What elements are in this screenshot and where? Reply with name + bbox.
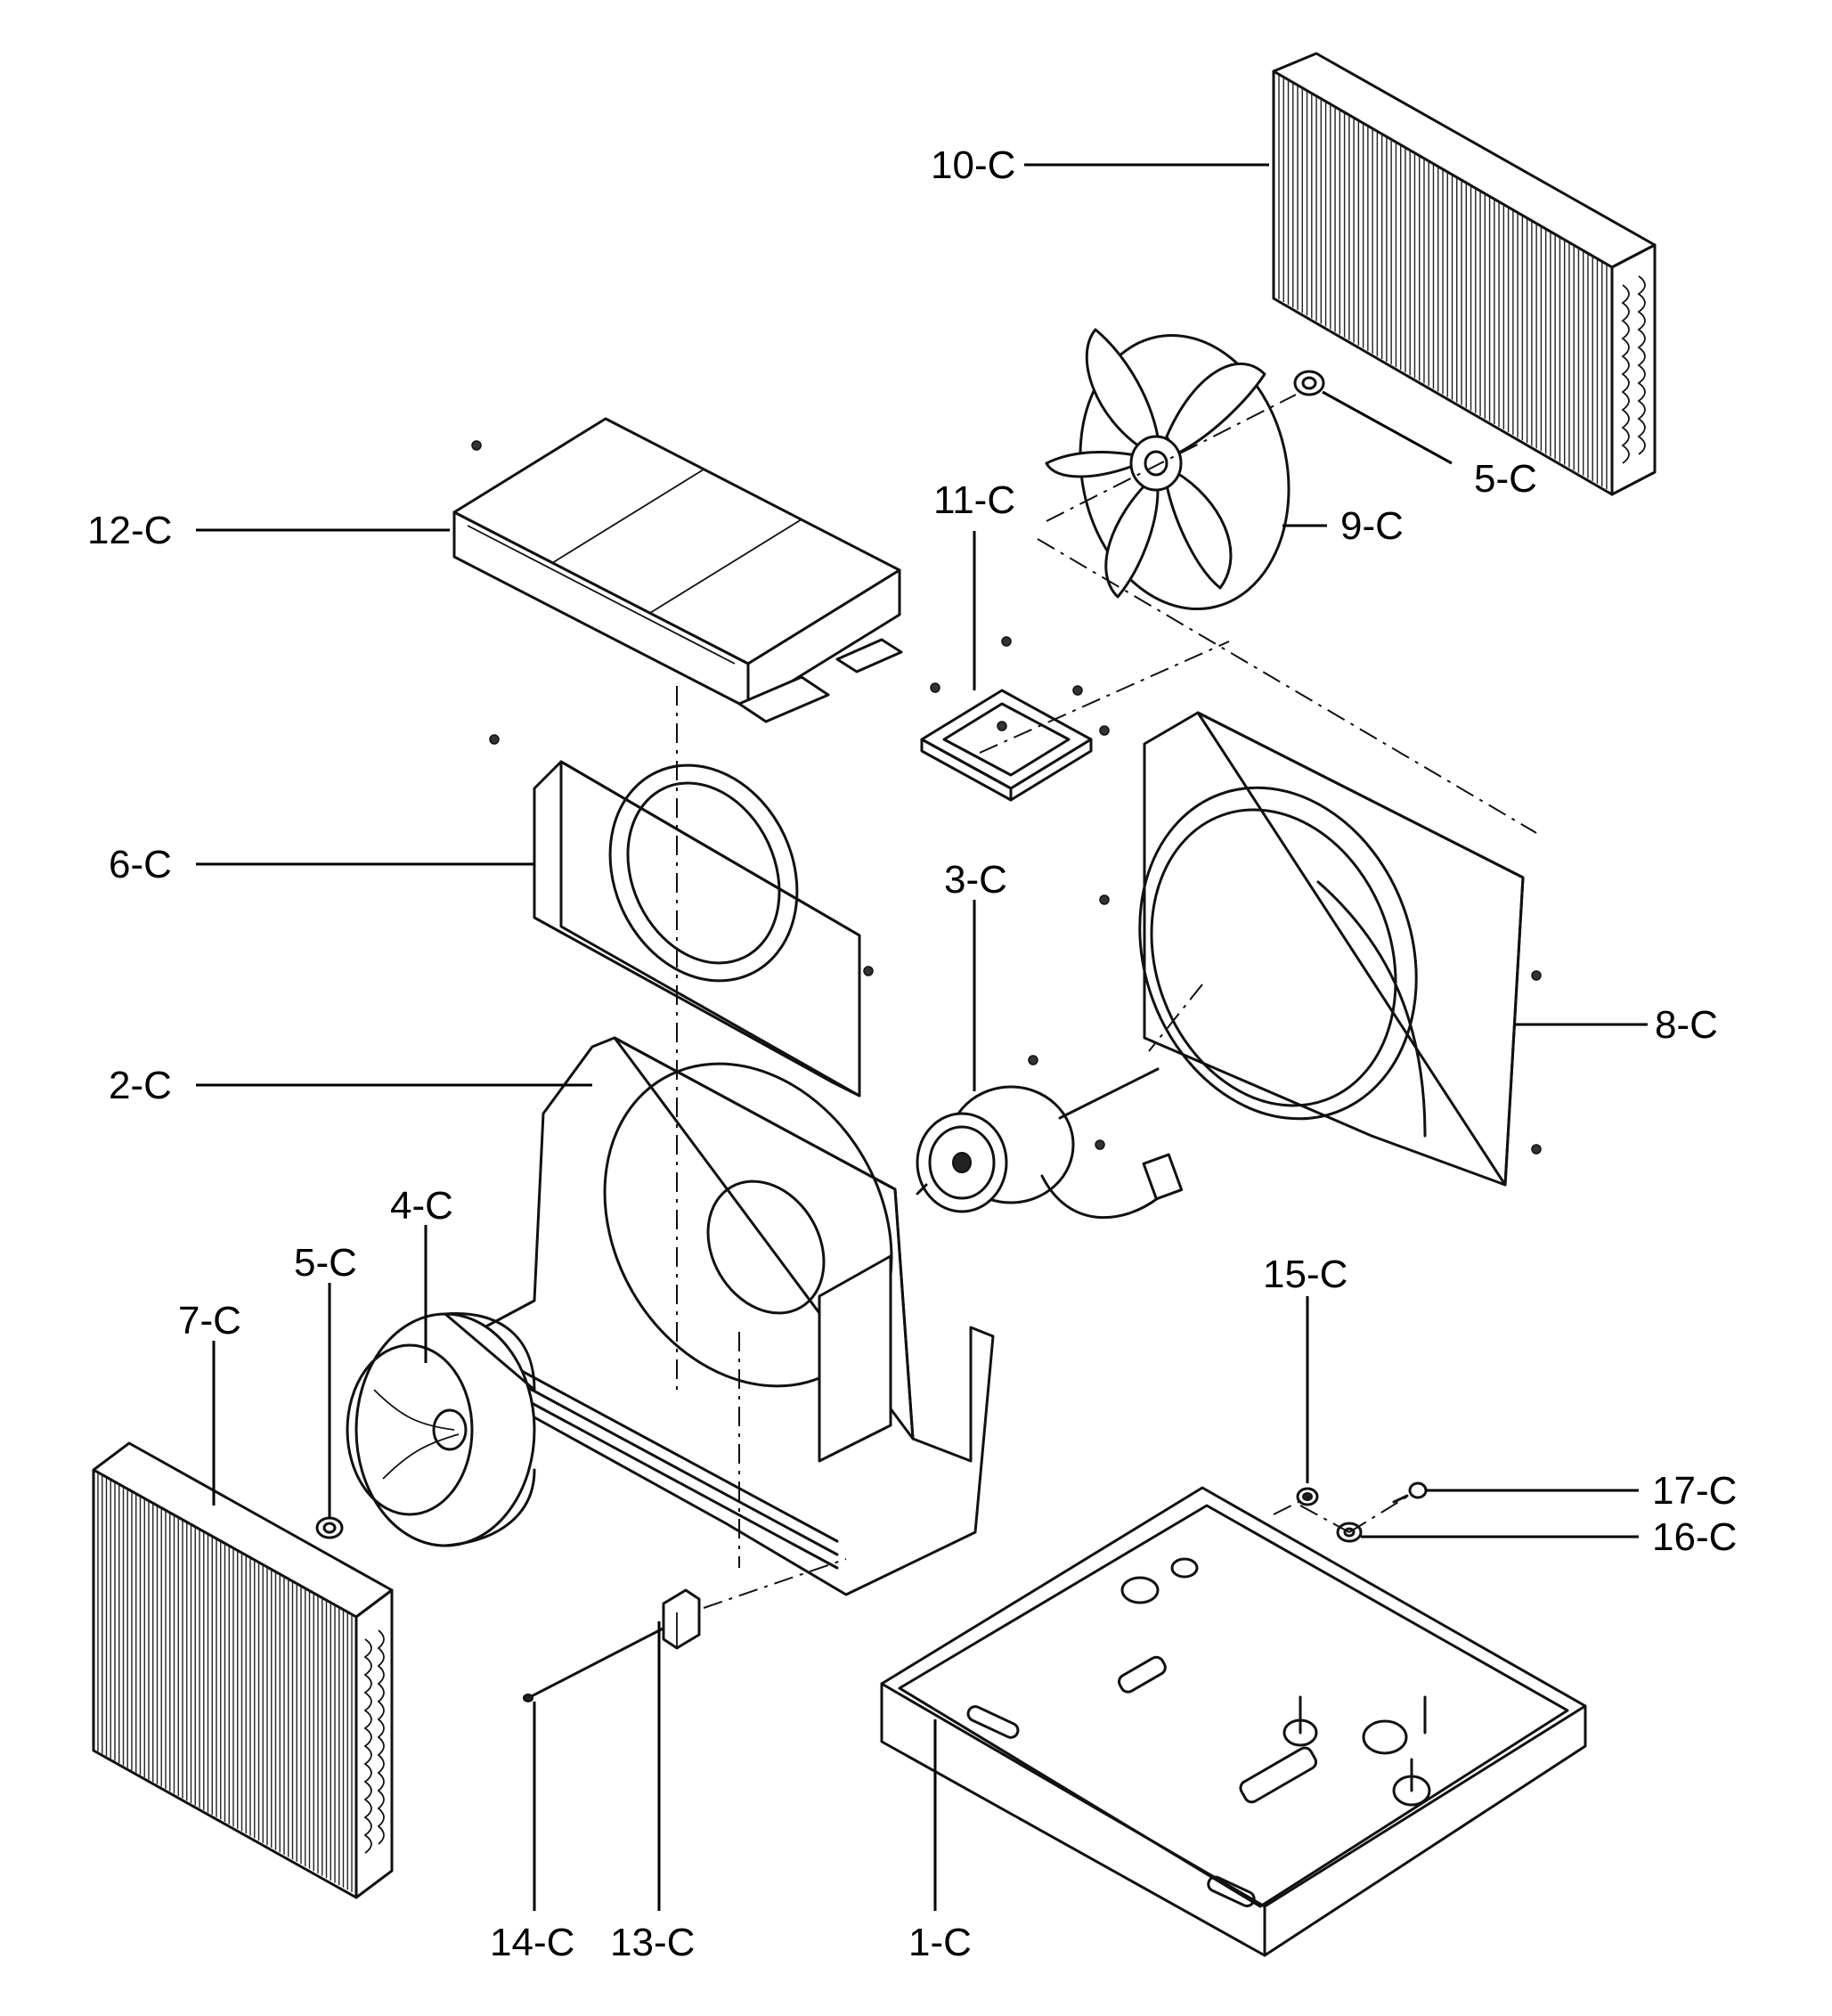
leader-lines	[196, 163, 1648, 1911]
label-16c: 16-C	[1652, 1515, 1737, 1559]
label-7c: 7-C	[178, 1299, 241, 1343]
label-8c: 8-C	[1655, 1003, 1718, 1047]
label-6c: 6-C	[109, 843, 172, 886]
label-14c: 14-C	[490, 1921, 574, 1964]
assembly-lines	[676, 394, 1537, 1609]
part-labels: 10-C 5-C 12-C 11-C 9-C 6-C 3-C 8-C 2-C 4…	[87, 143, 1737, 1964]
label-4c: 4-C	[390, 1184, 453, 1228]
label-11c: 11-C	[933, 478, 1015, 522]
label-9c: 9-C	[1340, 504, 1404, 548]
air-duct-box-12c	[452, 417, 903, 723]
label-10c: 10-C	[931, 143, 1015, 187]
label-12c: 12-C	[87, 509, 172, 552]
condenser-shroud-8c	[1138, 711, 1525, 1187]
label-5c-top: 5-C	[1474, 457, 1537, 501]
screw-17c	[1392, 1481, 1428, 1504]
label-13c: 13-C	[610, 1921, 695, 1964]
clip-5c-bottom	[315, 1516, 344, 1539]
condenser-coil-10c	[1272, 52, 1657, 496]
clip-5c-top	[1293, 370, 1325, 396]
evaporator-coil-7c	[92, 1441, 394, 1899]
base-pan-2c	[466, 1036, 995, 1596]
fan-motor-3c	[916, 1067, 1184, 1220]
thermostat-bulb-14c	[523, 1620, 679, 1702]
condenser-fan-9c	[1045, 328, 1291, 610]
label-5c-bottom: 5-C	[294, 1241, 357, 1285]
label-2c: 2-C	[109, 1064, 172, 1107]
label-1c: 1-C	[908, 1921, 972, 1964]
washer-16c	[1336, 1522, 1363, 1543]
label-3c: 3-C	[944, 858, 1007, 902]
label-15c: 15-C	[1263, 1253, 1348, 1296]
label-17c: 17-C	[1652, 1469, 1737, 1513]
base-tray-1c	[880, 1486, 1587, 1957]
blower-wheel-4c	[346, 1311, 536, 1547]
orifice-panel-6c	[533, 760, 861, 1098]
screws	[471, 440, 1542, 1155]
motor-bracket-11c	[920, 689, 1093, 802]
thermostat-holder-13c	[662, 1588, 701, 1650]
